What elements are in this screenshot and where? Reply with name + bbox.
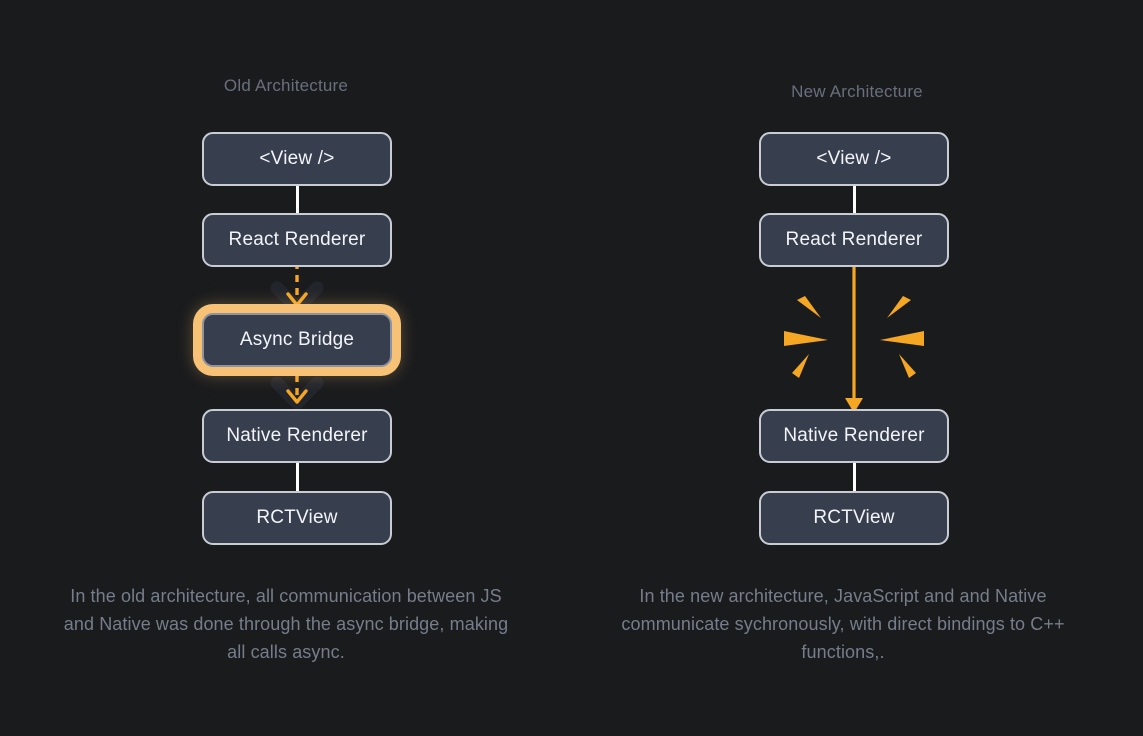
bridge-removed-burst-icon xyxy=(784,296,924,378)
old-architecture-column: Old Architecture <View /> React Rendere xyxy=(63,76,509,662)
new-architecture-column: New Architecture xyxy=(571,0,1143,736)
node-react-renderer-old[interactable]: React Renderer xyxy=(202,213,392,267)
node-label: RCTView xyxy=(813,507,895,528)
node-native-renderer-new[interactable]: Native Renderer xyxy=(759,409,949,463)
node-label: Native Renderer xyxy=(226,425,368,446)
node-react-renderer-new[interactable]: React Renderer xyxy=(759,213,949,267)
node-label: Async Bridge xyxy=(239,329,355,350)
node-async-bridge[interactable]: Async Bridge xyxy=(202,313,392,367)
old-architecture-caption: In the old architecture, all communicati… xyxy=(63,586,509,662)
connector-native-to-rct-old xyxy=(295,461,299,493)
node-rctview-new[interactable]: RCTView xyxy=(759,491,949,545)
node-rctview-old[interactable]: RCTView xyxy=(202,491,392,545)
node-view-old[interactable]: <View /> xyxy=(202,132,392,186)
node-label: React Renderer xyxy=(785,229,923,250)
solid-arrow-react-to-native xyxy=(845,262,863,413)
node-view-new[interactable]: <View /> xyxy=(759,132,949,186)
node-label: RCTView xyxy=(256,507,338,528)
node-native-renderer-old[interactable]: Native Renderer xyxy=(202,409,392,463)
node-label: React Renderer xyxy=(228,229,366,250)
connector-native-to-rct-new xyxy=(852,461,856,493)
dashed-arrow-react-to-bridge xyxy=(270,262,324,315)
node-label: <View /> xyxy=(259,148,335,169)
dashed-arrow-bridge-to-native xyxy=(270,362,324,410)
connector-view-to-react-old xyxy=(295,184,299,216)
new-architecture-caption: In the new architecture, JavaScript and … xyxy=(621,586,1065,662)
connector-view-to-react-new xyxy=(852,184,856,216)
new-architecture-title: New Architecture xyxy=(791,82,923,101)
old-architecture-title: Old Architecture xyxy=(223,76,349,95)
node-label: <View /> xyxy=(816,148,892,169)
node-label: Native Renderer xyxy=(783,425,925,446)
